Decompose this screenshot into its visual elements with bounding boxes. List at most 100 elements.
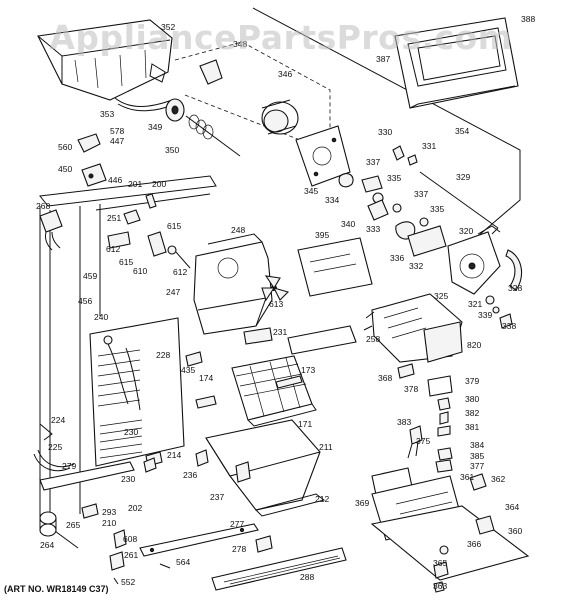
wire-shelf-basket[interactable] [231,355,317,427]
freezer-bin[interactable] [205,419,326,517]
callout-332: 332 [409,261,423,271]
evaporator-fan-blade[interactable] [261,275,290,302]
callout-336: 336 [390,253,404,263]
callout-378: 378 [404,384,418,394]
callout-552: 552 [121,577,135,587]
ice-bucket[interactable] [37,19,173,101]
bin-clips[interactable] [195,449,251,483]
callout-labels: 3523483883873463533493503545784475603303… [36,14,535,591]
ice-maker-mold-head[interactable] [447,225,501,295]
callout-612: 612 [106,244,120,254]
callout-268: 268 [36,201,50,211]
callout-334: 334 [325,195,339,205]
callout-240: 240 [94,312,108,322]
callout-248: 248 [231,225,245,235]
callout-610: 610 [133,266,147,276]
damper-control[interactable] [107,231,191,269]
callout-171: 171 [298,419,312,429]
callout-335: 335 [430,204,444,214]
shelf-supports[interactable] [185,351,217,409]
compressor-base-assembly[interactable] [370,467,530,593]
ice-maker-assembly[interactable] [363,293,463,363]
callout-339: 339 [478,310,492,320]
callout-231: 231 [273,327,287,337]
callout-210: 210 [102,518,116,528]
callout-230: 230 [121,474,135,484]
callout-265: 265 [66,520,80,530]
art-number: (ART NO. WR18149 C37) [4,584,109,594]
auger-shaft[interactable] [185,114,241,157]
dispenser-linkage[interactable] [338,173,447,257]
callout-381: 381 [465,422,479,432]
callout-380: 380 [465,394,479,404]
callout-228: 228 [156,350,170,360]
spring-clip[interactable] [199,59,223,85]
callout-447: 447 [110,136,124,146]
defrost-heater-wires[interactable] [33,423,75,472]
callout-349: 349 [148,122,162,132]
ice-maker-bracket[interactable] [505,249,523,291]
auger-motor[interactable] [261,99,299,135]
upper-brackets[interactable] [123,193,157,225]
callout-225: 225 [48,442,62,452]
callout-377: 377 [470,461,484,471]
callout-340: 340 [341,219,355,229]
callout-278: 278 [232,544,246,554]
callout-212: 212 [315,494,329,504]
latch-parts[interactable] [77,133,107,187]
callout-564: 564 [176,557,190,567]
ice-tray-cover[interactable] [287,325,357,355]
callout-325: 325 [434,291,448,301]
callout-251: 251 [107,213,121,223]
ice-maker-small-parts[interactable] [485,295,513,329]
callout-369: 369 [355,498,369,508]
auger-coupler[interactable] [165,98,185,122]
callout-384: 384 [470,440,484,450]
callout-346: 346 [278,69,292,79]
callout-560: 560 [58,142,72,152]
toe-grille[interactable] [211,547,347,591]
callout-820: 820 [467,340,481,350]
frame-outline-lines [174,7,521,237]
callout-350: 350 [165,145,179,155]
callout-379: 379 [465,376,479,386]
callout-328: 328 [508,283,522,293]
motor-mount-bracket[interactable] [295,125,351,187]
drain-trough[interactable] [39,461,135,491]
callout-264: 264 [40,540,54,550]
control-parts[interactable] [397,363,453,437]
callout-288: 288 [300,572,314,582]
callout-214: 214 [167,450,181,460]
callout-293: 293 [102,507,116,517]
callout-333: 333 [366,224,380,234]
callout-200: 200 [152,179,166,189]
evaporator[interactable] [89,317,185,467]
callout-320: 320 [459,226,473,236]
bottom-rail-assembly[interactable] [109,523,273,585]
callout-364: 364 [505,502,519,512]
fan-bracket[interactable] [243,327,273,345]
fan-shroud[interactable] [193,233,273,335]
callout-348: 348 [233,39,247,49]
dispenser-housing[interactable] [394,17,519,109]
callout-578: 578 [110,126,124,136]
callout-360: 360 [508,526,522,536]
bottom-left-hardware[interactable] [39,457,157,537]
ice-chute-cover[interactable] [297,237,373,297]
relay-parts[interactable] [407,425,453,473]
callout-236: 236 [183,470,197,480]
callout-211: 211 [319,442,333,452]
callout-247: 247 [166,287,180,297]
callout-329: 329 [456,172,470,182]
dispenser-fasteners[interactable] [392,145,418,166]
callout-353: 353 [100,109,114,119]
actuator-rod[interactable] [419,171,499,235]
callout-362: 362 [491,474,505,484]
callout-383: 383 [397,417,411,427]
wire-harness[interactable] [39,209,63,251]
callout-337: 337 [366,157,380,167]
callout-361: 361 [460,472,474,482]
callout-174: 174 [199,373,213,383]
callout-321: 321 [468,299,482,309]
